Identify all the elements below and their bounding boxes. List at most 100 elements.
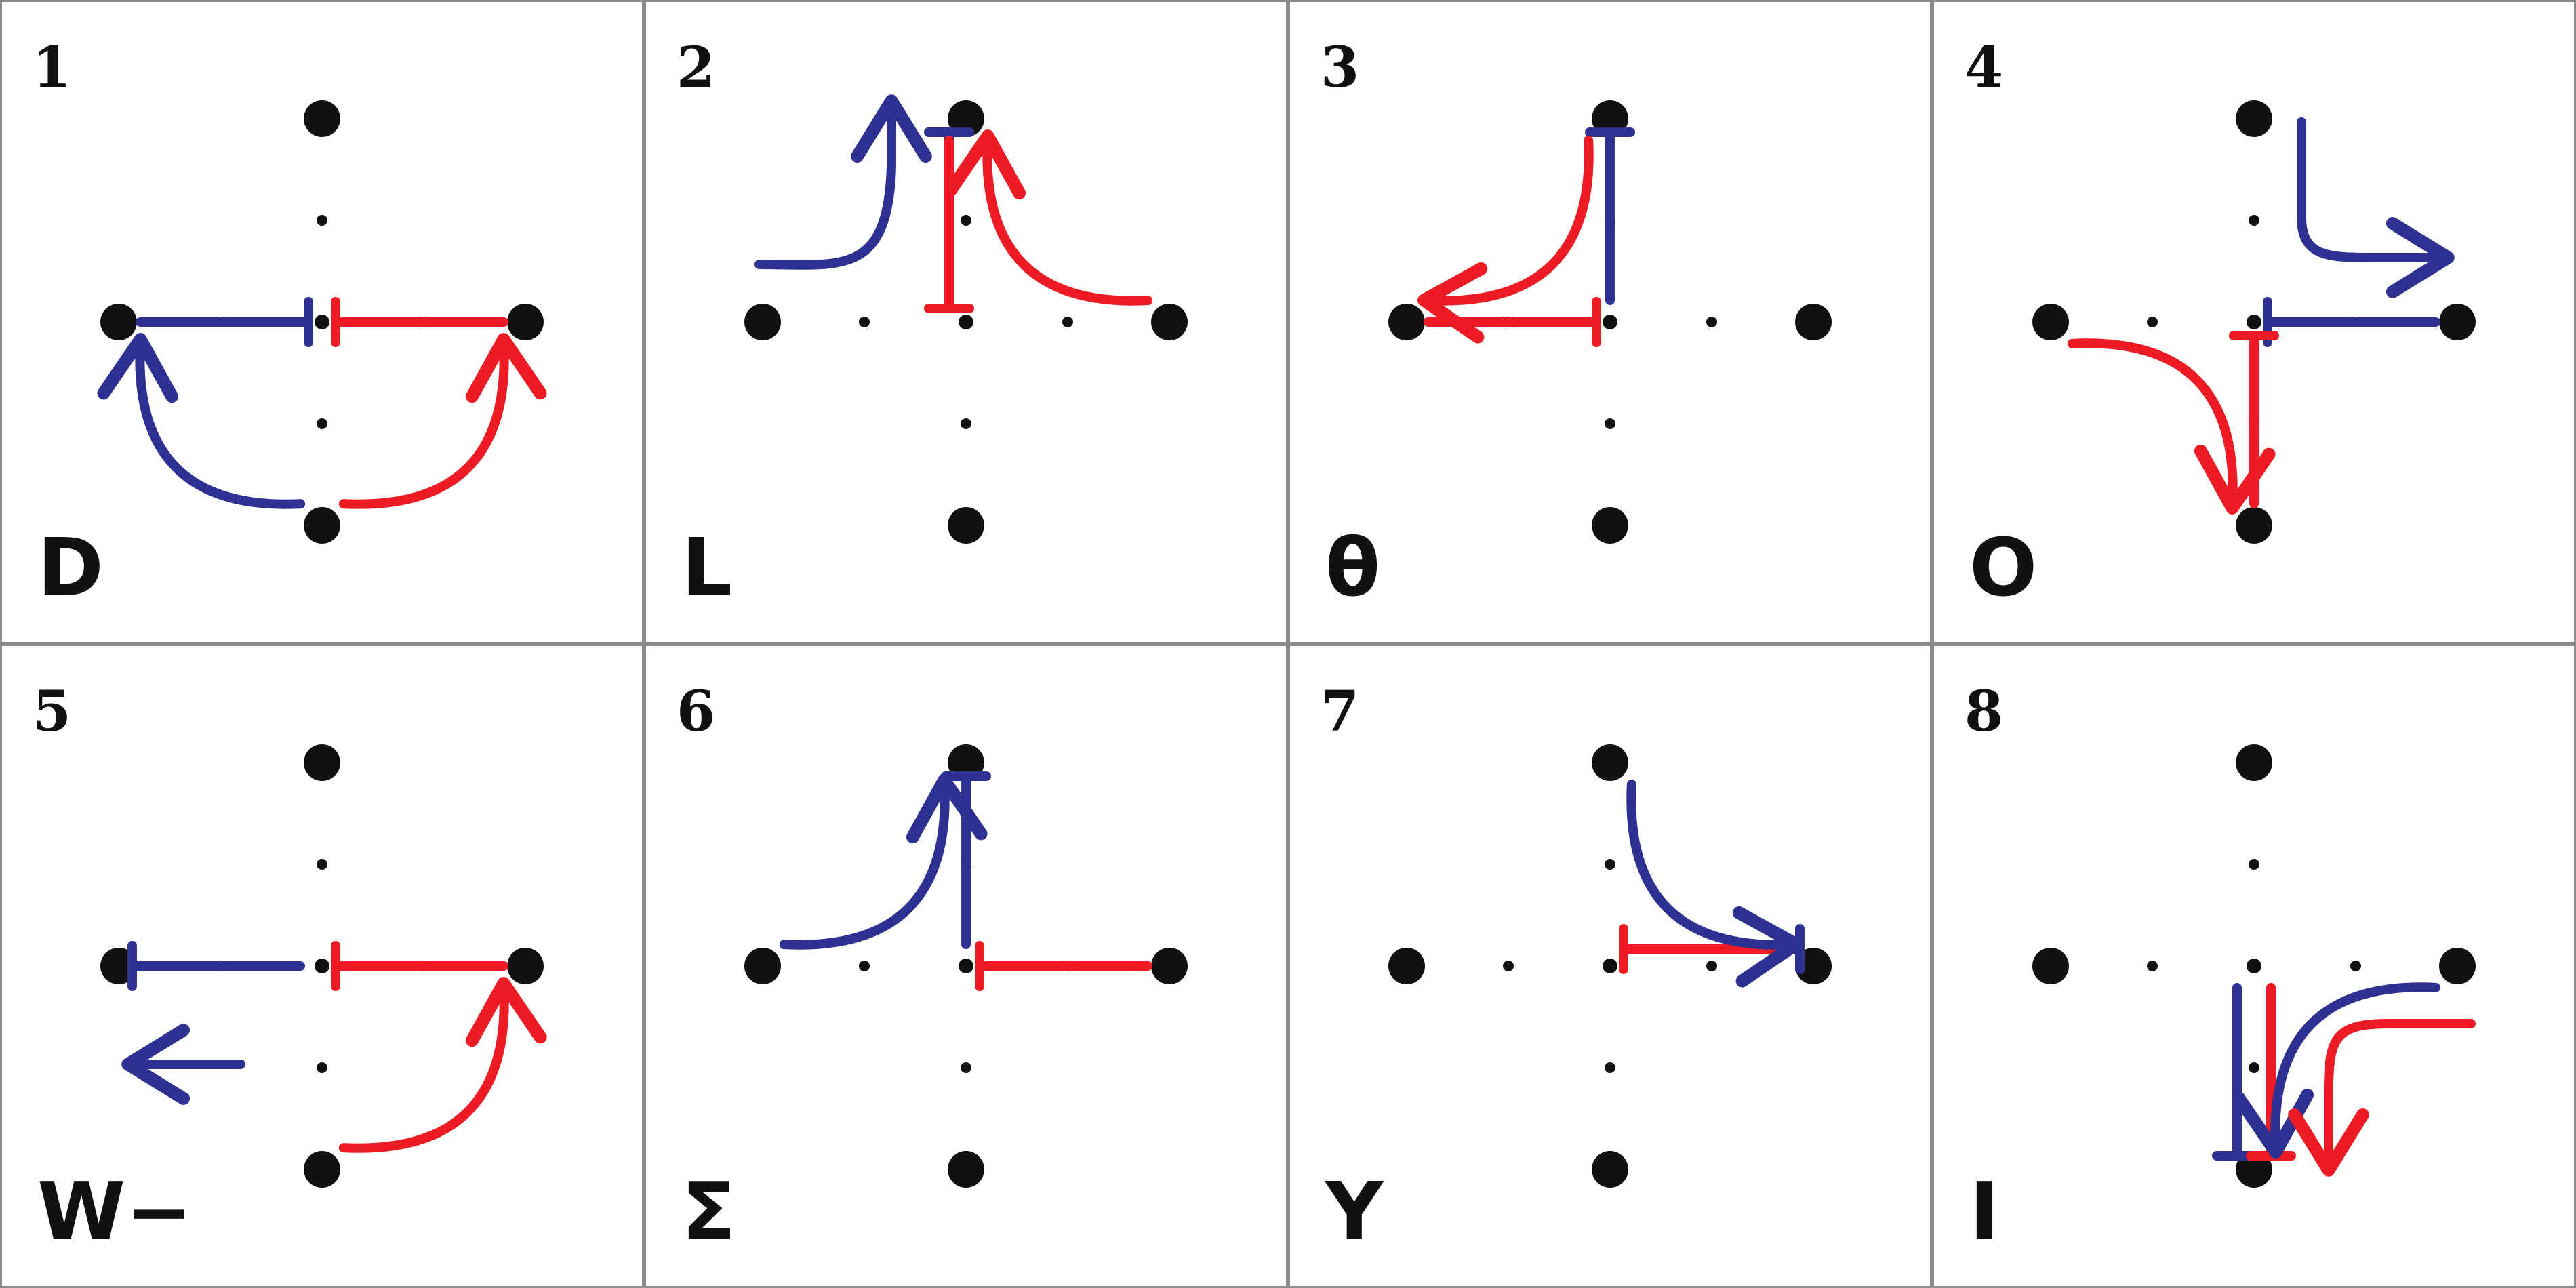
blue-curved-arrow bbox=[779, 773, 988, 950]
panel-6: 6Σ bbox=[644, 644, 1288, 1288]
panel-number: 2 bbox=[677, 35, 715, 100]
panel-2: 2L bbox=[644, 0, 1288, 644]
node-r bbox=[507, 304, 544, 340]
mid-dot bbox=[2249, 859, 2259, 870]
red-curved-arrow bbox=[338, 977, 547, 1153]
mid-dot bbox=[2147, 961, 2158, 971]
node-center bbox=[315, 959, 329, 973]
panel-border bbox=[644, 0, 1288, 644]
node-center bbox=[959, 959, 973, 973]
panel-symbol: I bbox=[1969, 1165, 1999, 1258]
node-b bbox=[948, 507, 984, 544]
panel-number: 5 bbox=[33, 679, 71, 744]
panel-border bbox=[0, 0, 644, 644]
panel-border bbox=[1288, 0, 1932, 644]
node-r bbox=[1795, 304, 1832, 340]
panel-symbol: θ bbox=[1325, 521, 1380, 614]
node-r bbox=[1151, 948, 1188, 984]
node-r bbox=[2439, 948, 2476, 984]
node-center bbox=[315, 315, 329, 329]
panel-number: 6 bbox=[677, 679, 715, 744]
node-b bbox=[1592, 507, 1628, 544]
node-center bbox=[1603, 959, 1617, 973]
panel-border bbox=[644, 644, 1288, 1288]
panel-symbol: W− bbox=[37, 1165, 193, 1258]
mid-dot bbox=[317, 1062, 327, 1073]
node-b bbox=[304, 1151, 340, 1188]
panel-symbol: O bbox=[1969, 521, 2037, 614]
node-l bbox=[744, 948, 781, 984]
blue-curved-arrow bbox=[2232, 982, 2441, 1159]
panel-symbol: Σ bbox=[681, 1165, 736, 1258]
panel-border bbox=[1288, 644, 1932, 1288]
mid-dot bbox=[1062, 317, 1073, 327]
node-t bbox=[2236, 100, 2272, 137]
panel-symbol: L bbox=[681, 521, 732, 614]
node-b bbox=[304, 507, 340, 544]
panel-number: 4 bbox=[1965, 35, 2003, 100]
panel-1: 1D bbox=[0, 0, 644, 644]
panel-border bbox=[1932, 0, 2576, 644]
node-l bbox=[1388, 948, 1425, 984]
mid-dot bbox=[1706, 961, 1717, 971]
panel-border bbox=[0, 644, 644, 1288]
node-center bbox=[1603, 315, 1617, 329]
panel-number: 1 bbox=[33, 35, 71, 100]
mid-dot bbox=[317, 215, 327, 226]
mid-dot bbox=[317, 859, 327, 870]
panel-number: 7 bbox=[1321, 679, 1359, 744]
blue-curved-arrow bbox=[1626, 779, 1803, 988]
node-t bbox=[2236, 744, 2272, 781]
mid-dot bbox=[2249, 215, 2259, 226]
node-l bbox=[744, 304, 781, 340]
red-curved-arrow bbox=[1417, 135, 1594, 344]
panel-symbol: Y bbox=[1324, 1165, 1384, 1258]
mid-dot bbox=[2249, 1062, 2259, 1073]
red-curved-arrow bbox=[2067, 338, 2276, 515]
node-r bbox=[2439, 304, 2476, 340]
node-center bbox=[2247, 315, 2261, 329]
mid-dot bbox=[961, 418, 971, 429]
mid-dot bbox=[859, 317, 870, 327]
node-l bbox=[1388, 304, 1425, 340]
node-r bbox=[507, 948, 544, 984]
blue-elbow-arrow bbox=[754, 94, 932, 270]
panel-8: 8I bbox=[1932, 644, 2576, 1288]
mid-dot bbox=[1503, 961, 1514, 971]
node-r bbox=[1151, 304, 1188, 340]
node-b bbox=[1592, 1151, 1628, 1188]
mid-dot bbox=[1605, 1062, 1615, 1073]
mid-dot bbox=[961, 1062, 971, 1073]
mid-dot bbox=[1605, 859, 1615, 870]
node-l bbox=[2032, 304, 2069, 340]
mid-dot bbox=[2350, 961, 2361, 971]
node-center bbox=[2247, 959, 2261, 973]
node-t bbox=[304, 744, 340, 781]
mid-dot bbox=[317, 418, 327, 429]
panel-7: 7Y bbox=[1288, 644, 1932, 1288]
node-b bbox=[2236, 507, 2272, 544]
red-elbow-arrow bbox=[2288, 1019, 2476, 1177]
panel-3: 3θ bbox=[1288, 0, 1932, 644]
panel-symbol: D bbox=[37, 521, 104, 614]
node-l bbox=[2032, 948, 2069, 984]
panel-4: 4O bbox=[1932, 0, 2576, 644]
panel-5: 5W− bbox=[0, 644, 644, 1288]
panel-number: 3 bbox=[1321, 35, 1359, 100]
mid-dot bbox=[2147, 317, 2158, 327]
mid-dot bbox=[1605, 418, 1615, 429]
node-center bbox=[959, 315, 973, 329]
red-curved-arrow bbox=[338, 333, 547, 509]
panel-border bbox=[1932, 644, 2576, 1288]
mid-dot bbox=[961, 215, 971, 226]
node-t bbox=[1592, 744, 1628, 781]
panel-number: 8 bbox=[1965, 679, 2003, 744]
node-t bbox=[304, 100, 340, 137]
mid-dot bbox=[1706, 317, 1717, 327]
blue-elbow-arrow bbox=[2297, 117, 2455, 298]
mid-dot bbox=[859, 961, 870, 971]
node-b bbox=[948, 1151, 984, 1188]
node-l bbox=[100, 304, 137, 340]
